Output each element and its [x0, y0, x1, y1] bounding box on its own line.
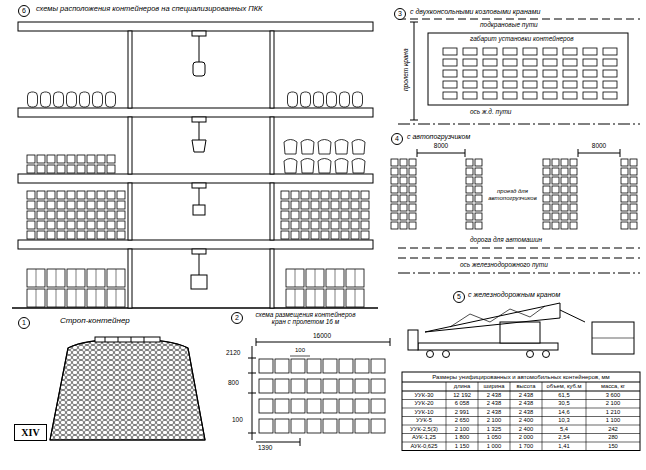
axis-label: ось железнодорожного пути: [460, 261, 548, 268]
dimension-label: пролет крана: [401, 49, 408, 92]
dimension-label: 1390: [258, 444, 272, 451]
section-title: схема размещения контейнеров кран с прол…: [248, 311, 363, 326]
table-cell: 280: [608, 434, 618, 441]
table-cell: 2 400: [519, 426, 534, 433]
table-cell: УУК-20: [414, 400, 433, 407]
table-cell: 5,4: [560, 426, 568, 433]
callout-number: 3: [398, 10, 402, 18]
callout-number: 1: [22, 319, 26, 327]
table-cell: 1 050: [487, 434, 502, 441]
table-cell: 2 438: [487, 392, 502, 399]
section-title: схемы расположения контейнеров на специа…: [36, 5, 263, 14]
table-cell: 1 150: [455, 443, 470, 450]
axis-label: ось ж.д. пути: [470, 108, 511, 115]
table-header: масса, кг: [601, 383, 625, 390]
table-cell: 2 650: [455, 417, 470, 424]
section-title: с железнодорожным краном: [468, 291, 560, 299]
table-cell: 150: [608, 443, 618, 450]
table-cell: 12 192: [453, 392, 471, 399]
table-cell: 1 700: [519, 443, 534, 450]
dimension-label: 8000: [434, 142, 448, 149]
table-cell: 2 438: [487, 400, 502, 407]
table-cell: 2 438: [487, 409, 502, 416]
zone-label: габарит установки контейнеров: [470, 35, 574, 42]
callout-number: 6: [22, 7, 26, 15]
table-cell: 1 000: [487, 443, 502, 450]
table-cell: 2 991: [455, 409, 470, 416]
table-cell: 14,6: [558, 409, 569, 416]
table-cell: 2 438: [519, 409, 534, 416]
table-cell: 1 100: [606, 417, 621, 424]
section-title: с двухконсольными козловыми кранами: [410, 8, 540, 16]
dimension-label: 800: [228, 379, 239, 386]
table-cell: 2 438: [519, 392, 534, 399]
table-cell: 1 210: [606, 409, 621, 416]
table-cell: 61,5: [558, 392, 569, 399]
table-header: длина: [454, 383, 470, 390]
table-cell: 1,41: [558, 443, 569, 450]
table-cell: 3 600: [606, 392, 621, 399]
table-cell: 1 325: [487, 426, 502, 433]
dimension-label: 100: [295, 347, 305, 354]
dimension-label: 100: [232, 416, 243, 423]
zone-label: проезд для автопогрузчиков: [486, 188, 540, 202]
table-cell: АУК-0,625: [410, 443, 437, 450]
callout-number: 5: [457, 293, 461, 301]
table-header: ширина: [484, 383, 505, 390]
section-title: Строп-контейнер: [60, 316, 130, 325]
dimension-label: 8000: [592, 142, 606, 149]
table-cell: УУК-5: [416, 417, 432, 424]
table-cell: 2,54: [558, 434, 569, 441]
table-cell: 2 000: [519, 434, 534, 441]
table-cell: 2 438: [519, 400, 534, 407]
plate-number-box: XIV: [14, 424, 47, 441]
table-cell: 2 400: [519, 417, 534, 424]
table-cell: 2 100: [487, 417, 502, 424]
table-cell: 2 100: [455, 426, 470, 433]
table-cell: УУК-30: [414, 392, 433, 399]
callout-number: 2: [235, 314, 239, 322]
callout-number: 4: [395, 135, 399, 143]
table-header: высота: [516, 383, 535, 390]
table-header: объем, куб.м: [547, 383, 582, 390]
section-title: с автопогрузчиком: [407, 133, 470, 141]
table-cell: 10,3: [558, 417, 569, 424]
table-cell: 6 058: [455, 400, 470, 407]
dimension-label: 16000: [313, 332, 331, 339]
dimension-label: 2120: [226, 349, 240, 356]
zone-label: дорога для автомашин: [470, 236, 542, 243]
table-cell: УУК-2,5(3): [410, 426, 438, 433]
table-cell: 30,5: [558, 400, 569, 407]
table-cell: УУК-10: [414, 409, 433, 416]
node-text: XIV: [15, 427, 46, 438]
table-cell: 2 100: [606, 400, 621, 407]
zone-label: подкрановые пути: [480, 21, 538, 28]
table-cell: 242: [608, 426, 618, 433]
table-cell: 1 800: [455, 434, 470, 441]
table-cell: АУК-1,25: [412, 434, 436, 441]
table-title: Размеры унифицированных и автомобильных …: [432, 374, 610, 381]
